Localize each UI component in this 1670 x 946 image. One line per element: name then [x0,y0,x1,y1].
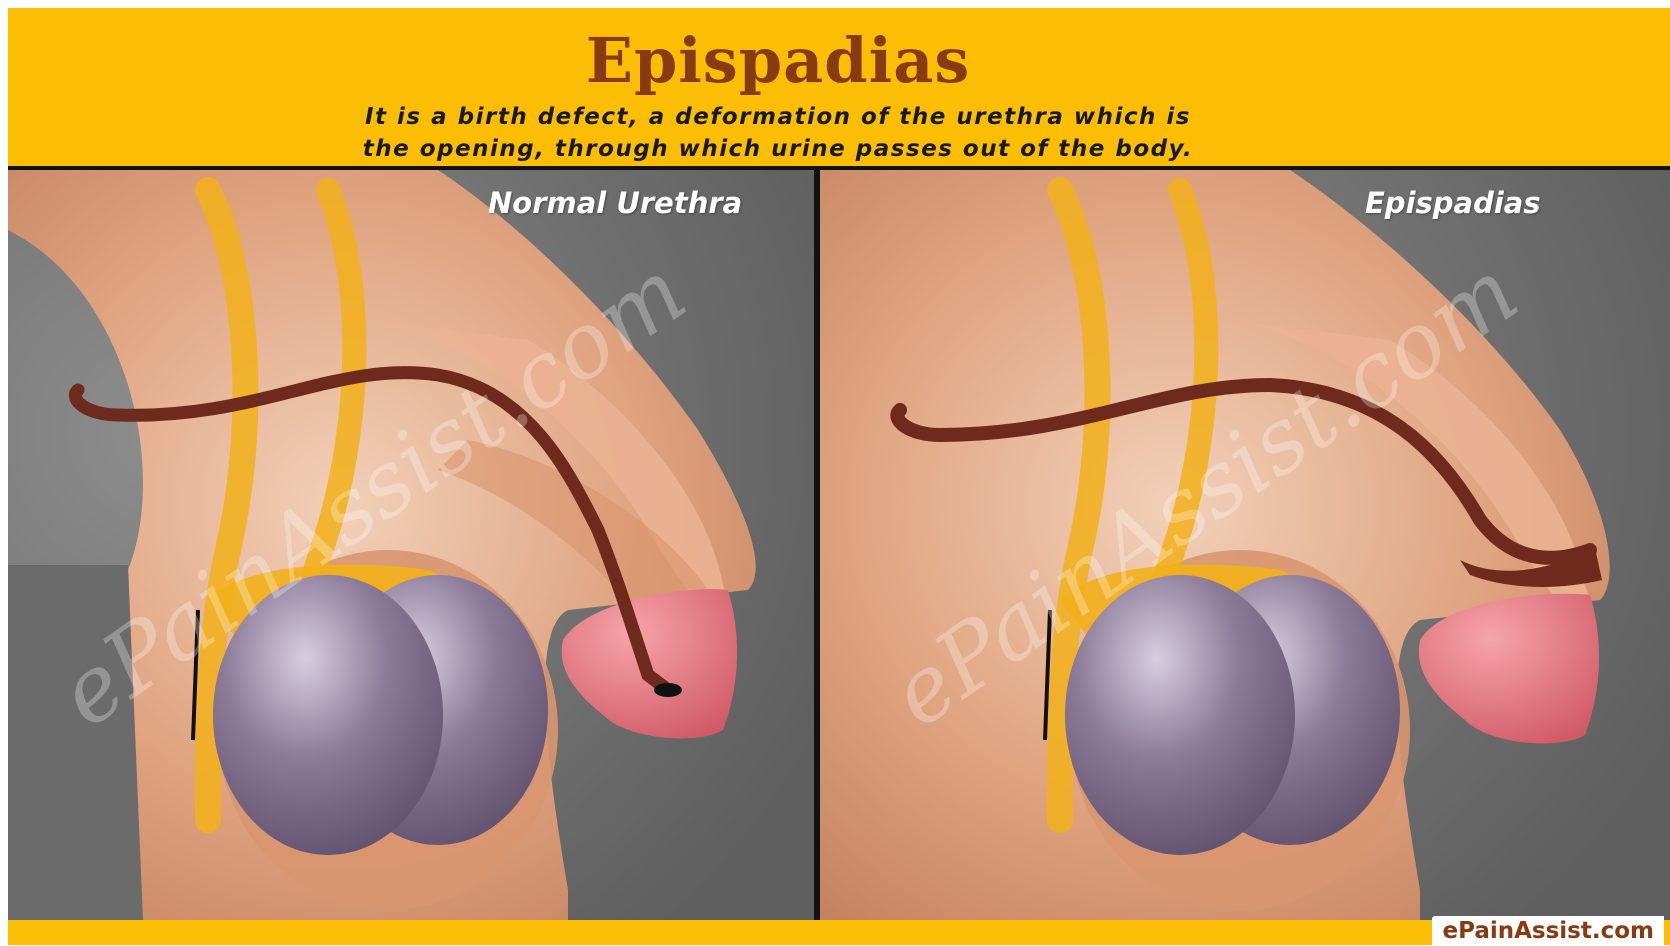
panel-normal-urethra: ePainAssist.com Normal Urethra [8,170,814,920]
subtitle-line-1: It is a birth defect, a deformation of t… [8,104,1548,130]
label-normal-urethra: Normal Urethra [488,186,742,220]
subtitle-line-2: the opening, through which urine passes … [8,136,1548,162]
footer-brand: ePainAssist.com [1432,916,1664,946]
urethral-opening [654,683,682,697]
normal-urethra-illustration: ePainAssist.com [8,170,814,920]
label-epispadias: Epispadias [1365,186,1541,220]
page-title: Epispadias [8,24,1548,97]
header-banner: Epispadias It is a birth defect, a defor… [8,8,1670,170]
epispadias-illustration: ePainAssist.com [820,170,1670,920]
footer-bar: ePainAssist.com [8,920,1670,945]
panel-epispadias: ePainAssist.com Epispadias [820,170,1670,920]
